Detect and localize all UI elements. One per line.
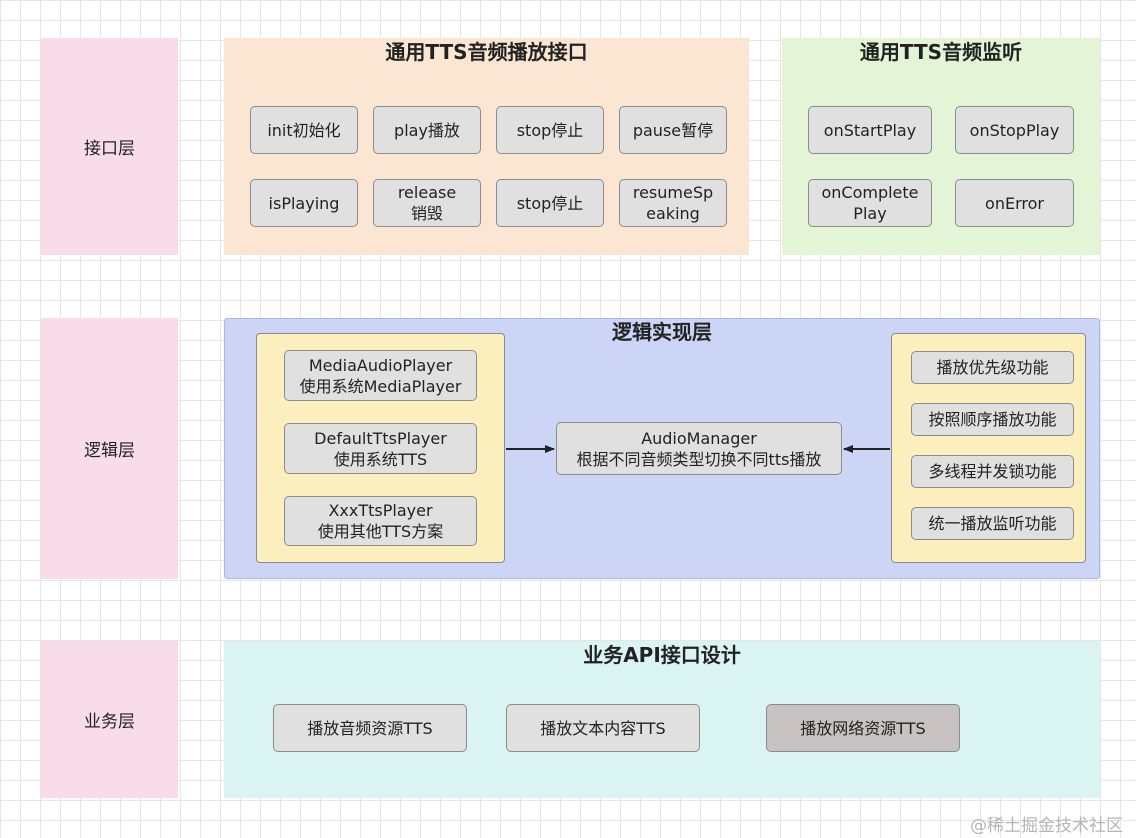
play-audio-resource-button[interactable]: 播放音频资源TTS — [273, 704, 467, 752]
stop-button-secondary[interactable]: stop停止 — [496, 179, 604, 227]
on-error-button[interactable]: onError — [955, 179, 1074, 227]
stop-button[interactable]: stop停止 — [496, 106, 604, 154]
media-audio-player-box[interactable]: MediaAudioPlayer 使用系统MediaPlayer — [284, 350, 477, 401]
pause-button[interactable]: pause暂停 — [619, 106, 727, 154]
play-button[interactable]: play播放 — [373, 106, 481, 154]
release-button[interactable]: release 销毁 — [373, 179, 481, 227]
on-complete-play-button[interactable]: onComplete Play — [808, 179, 932, 227]
feature-priority[interactable]: 播放优先级功能 — [911, 351, 1074, 384]
on-start-play-button[interactable]: onStartPlay — [808, 106, 932, 154]
is-playing-button[interactable]: isPlaying — [250, 179, 358, 227]
tts-listener-title: 通用TTS音频监听 — [859, 40, 1023, 64]
play-network-resource-button[interactable]: 播放网络资源TTS — [766, 704, 960, 752]
xxx-tts-player-box[interactable]: XxxTtsPlayer 使用其他TTS方案 — [284, 496, 477, 546]
play-text-content-button[interactable]: 播放文本内容TTS — [506, 704, 700, 752]
feature-concurrency-lock[interactable]: 多线程并发锁功能 — [911, 455, 1074, 488]
on-stop-play-button[interactable]: onStopPlay — [955, 106, 1074, 154]
tts-interface-title: 通用TTS音频播放接口 — [385, 40, 588, 64]
layer-label-interface: 接口层 — [41, 38, 178, 255]
layer-label-logic: 逻辑层 — [41, 318, 178, 579]
feature-unified-listener[interactable]: 统一播放监听功能 — [911, 507, 1074, 540]
default-tts-player-box[interactable]: DefaultTtsPlayer 使用系统TTS — [284, 423, 477, 474]
resume-speaking-button[interactable]: resumeSp eaking — [619, 179, 727, 227]
business-title: 业务API接口设计 — [583, 643, 741, 667]
init-button[interactable]: init初始化 — [250, 106, 358, 154]
watermark: @稀土掘金技术社区 — [970, 816, 1123, 836]
logic-title: 逻辑实现层 — [612, 320, 712, 344]
layer-label-business: 业务层 — [41, 641, 178, 798]
audio-manager-box[interactable]: AudioManager 根据不同音频类型切换不同tts播放 — [556, 422, 842, 475]
feature-sequential[interactable]: 按照顺序播放功能 — [911, 403, 1074, 436]
